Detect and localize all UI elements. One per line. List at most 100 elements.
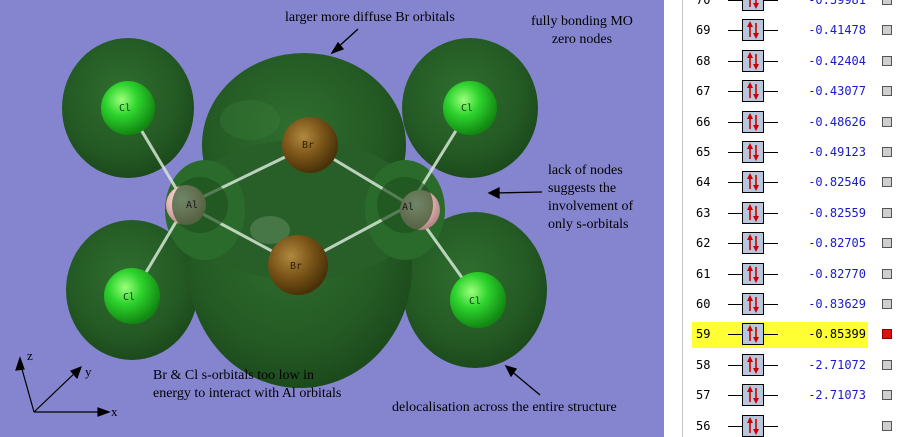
occupancy-box — [742, 384, 764, 407]
occupancy-box — [742, 171, 764, 194]
spin-pair-icon — [749, 0, 759, 9]
orbital-energy: -0.49123 — [808, 145, 866, 159]
orbital-visibility-checkbox[interactable] — [882, 390, 892, 401]
orbital-visibility-checkbox[interactable] — [882, 55, 892, 66]
level-line-left — [728, 364, 742, 366]
annotation-nodes: lack of nodes suggests the involvement o… — [548, 163, 634, 232]
orbital-visibility-checkbox[interactable] — [882, 116, 892, 127]
occupancy-box — [742, 49, 764, 72]
level-line-left — [728, 0, 742, 1]
orbital-row[interactable]: 61-0.82770 — [686, 260, 904, 290]
orbital-number: 68 — [696, 53, 711, 68]
orbital-row[interactable]: 68-0.42404 — [686, 47, 904, 77]
orbital-energy: -0.82705 — [808, 236, 866, 251]
level-line-left — [728, 60, 742, 62]
orbital-number: 61 — [696, 266, 711, 281]
orbital-row[interactable]: 60-0.83629 — [686, 290, 904, 320]
orbital-row[interactable]: 70-0.39981 — [686, 0, 904, 16]
atom-label-cl-4: Cl — [469, 296, 481, 307]
orbital-visibility-checkbox[interactable] — [882, 147, 892, 157]
spin-pair-icon — [747, 264, 759, 283]
orbital-number: 67 — [696, 84, 711, 99]
occupancy-box — [742, 414, 764, 437]
level-line-left — [728, 30, 742, 32]
selection-highlight — [692, 322, 868, 349]
orbital-row[interactable]: 56 — [686, 412, 904, 437]
orbital-number: 66 — [696, 114, 711, 129]
level-line-right — [764, 0, 778, 1]
orbital-row[interactable]: 64 -0.82546 — [686, 168, 904, 198]
occupancy-box — [742, 141, 764, 163]
orbital-visibility-checkbox[interactable] — [882, 25, 892, 36]
orbital-number: 57 — [696, 388, 711, 403]
annotation-mo-type: fully bonding MO zero nodes — [531, 14, 633, 47]
atom-label-cl-1: Cl — [119, 103, 131, 114]
orbital-visibility-checkbox[interactable] — [882, 177, 892, 188]
orbital-visibility-checkbox[interactable] — [882, 268, 892, 279]
orbital-row[interactable]: 58-2.71072 — [686, 351, 904, 381]
level-line-left — [728, 304, 742, 305]
molecule-viewer[interactable]: Cl Cl Cl Cl Br Br Al Al z y x — [0, 0, 664, 437]
level-line-left — [728, 425, 742, 427]
orbital-row[interactable]: 62 -0.82705 — [686, 229, 904, 259]
atoms — [101, 81, 506, 328]
orbital-row[interactable]: 63-0.82559 — [686, 199, 904, 229]
annotation-s-orbitals: Br & Cl s-orbitals too low in energy to … — [153, 368, 342, 401]
level-line-left — [728, 91, 742, 93]
level-line-right — [764, 364, 778, 366]
occupancy-box — [742, 353, 764, 376]
orbital-visibility-checkbox[interactable] — [882, 207, 892, 218]
level-line-left — [728, 121, 742, 123]
orbital-energy: -0.82546 — [808, 175, 866, 190]
atom-label-al-1: Al — [186, 200, 198, 211]
orbital-number: 64 — [696, 175, 711, 190]
orbital-number: 63 — [696, 205, 711, 220]
spin-pair-icon — [747, 325, 759, 344]
spin-pair-icon — [747, 234, 759, 253]
axis-label-x: x — [111, 404, 118, 419]
level-line-right — [764, 425, 778, 427]
occupancy-box — [742, 0, 764, 11]
orbital-row[interactable]: 67 -0.43077 — [686, 77, 904, 107]
level-line-left — [728, 243, 742, 245]
occupancy-box — [742, 293, 764, 315]
orbital-row-selected[interactable]: 59-0.85399 — [686, 320, 904, 350]
orbital-energy: -2.71072 — [808, 357, 866, 372]
orbital-visibility-checkbox[interactable] — [882, 329, 892, 340]
atom-label-cl-2: Cl — [461, 103, 473, 114]
occupancy-box — [742, 110, 764, 133]
atom-label-cl-3: Cl — [123, 292, 135, 303]
level-line-right — [764, 91, 778, 93]
level-line-right — [764, 30, 778, 32]
orbital-visibility-checkbox[interactable] — [882, 359, 892, 370]
orbital-visibility-checkbox[interactable] — [882, 299, 892, 309]
molecule-render[interactable]: Cl Cl Cl Cl Br Br Al Al z y x — [0, 0, 664, 437]
orbital-number: 62 — [696, 236, 711, 251]
annotation-arrows — [330, 28, 543, 396]
orbital-row[interactable]: 65-0.49123 — [686, 138, 904, 168]
spin-pair-icon — [747, 173, 759, 192]
level-line-right — [764, 273, 778, 275]
orbital-visibility-checkbox[interactable] — [882, 238, 892, 249]
orbital-visibility-checkbox[interactable] — [882, 86, 892, 97]
level-line-left — [728, 152, 742, 153]
orbital-energy: -0.43077 — [808, 84, 866, 99]
level-line-right — [764, 304, 778, 305]
axis-label-y: y — [85, 364, 92, 379]
atom-labels: Cl Cl Cl Cl Br Br Al Al — [119, 103, 481, 307]
orbital-visibility-checkbox[interactable] — [882, 0, 892, 5]
panel-divider — [664, 0, 686, 437]
spin-pair-icon — [747, 82, 759, 101]
level-line-left — [728, 212, 742, 214]
orbital-row[interactable]: 69-0.41478 — [686, 16, 904, 46]
spin-pair-icon — [747, 355, 759, 374]
orbital-row[interactable]: 66-0.48626 — [686, 108, 904, 138]
annotation-delocalisation: delocalisation across the entire structu… — [392, 400, 617, 415]
level-line-right — [764, 152, 778, 153]
spin-pair-icon — [747, 51, 759, 70]
axis-label-z: z — [27, 348, 33, 363]
orbital-row[interactable]: 57-2.71073 — [686, 381, 904, 411]
spin-pair-icon — [747, 203, 759, 222]
orbital-visibility-checkbox[interactable] — [882, 420, 892, 431]
